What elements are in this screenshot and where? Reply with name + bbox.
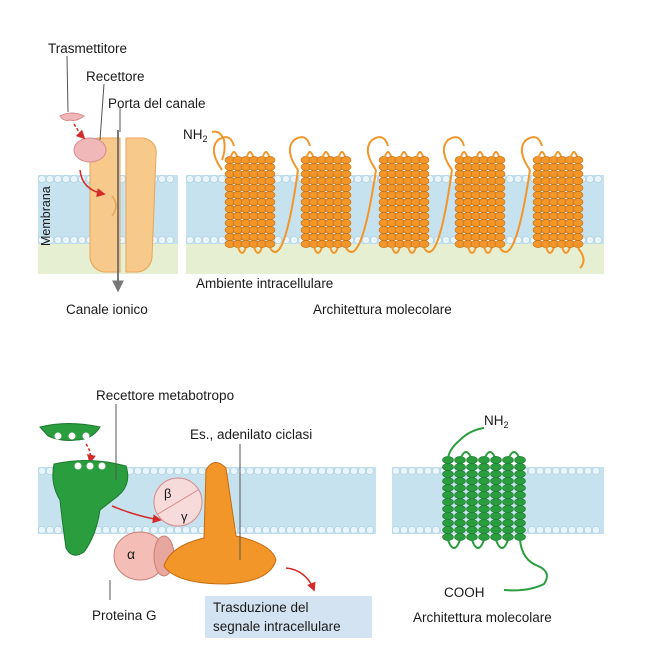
g-protein-system: [39, 404, 316, 600]
domain-loop: [520, 136, 543, 171]
helix: [240, 151, 255, 248]
intracellular-region: [186, 244, 604, 274]
caption-architecture-bottom: Architettura molecolare: [413, 610, 552, 625]
domain-link: [269, 169, 299, 253]
tm-helix: [514, 456, 526, 541]
helix: [564, 151, 579, 248]
helix-link: [407, 246, 417, 254]
metabotropic-receptor: [52, 459, 129, 556]
helix: [486, 151, 501, 248]
label-intracellular: Ambiente intracellulare: [196, 276, 334, 291]
tm-loop: [495, 539, 509, 549]
domain-4: [442, 136, 531, 254]
signal-transduction-box: Trasduzione del segnale intracellulare: [205, 596, 372, 638]
tm-helix: [490, 456, 509, 549]
repeat-domains: [211, 130, 585, 269]
transduction-line-2: segnale intracellulare: [213, 619, 341, 634]
helix: [454, 151, 469, 248]
label-metabotropic-receptor: Recettore metabotropo: [96, 388, 235, 403]
domain-loop: [366, 136, 389, 171]
transduction-line-1: Trasduzione del: [213, 600, 309, 615]
domain-loop: [212, 136, 235, 171]
helix: [418, 156, 430, 248]
helix-link: [561, 246, 571, 254]
ion-channel: [59, 55, 157, 293]
helix-link: [483, 246, 493, 254]
tm-helix: [442, 456, 461, 549]
helix-link: [391, 246, 401, 254]
domain-5: [520, 136, 584, 254]
helix: [494, 156, 506, 248]
transmitter-arrow: [73, 123, 86, 140]
tm-helix: [478, 451, 497, 541]
label-adenylate-cyclase: Es., adenilato ciclasi: [190, 427, 313, 442]
label-membrane: Membrana: [39, 186, 53, 246]
domain-link: [423, 169, 453, 253]
c-terminus-chain: [577, 247, 585, 269]
helix: [386, 156, 401, 254]
domain-loop: [288, 136, 311, 171]
signal-arrow: [285, 567, 316, 592]
helix: [324, 156, 339, 254]
helix: [264, 156, 276, 248]
channel-right-half: [125, 137, 157, 273]
domain-2: [288, 136, 377, 254]
domain-3: [366, 136, 453, 254]
label-receptor: Recettore: [86, 69, 145, 84]
domain-link: [499, 169, 531, 253]
helix-link: [237, 246, 247, 254]
helix: [548, 151, 563, 248]
helix: [340, 156, 352, 248]
tm-helix: [454, 451, 473, 541]
caption-ion-channel: Canale ionico: [66, 302, 148, 317]
helix: [540, 156, 555, 254]
transmitter-molecule: [59, 112, 85, 121]
helix: [394, 151, 409, 248]
label-gamma-subunit: γ: [181, 509, 188, 524]
label-alpha-subunit: α: [127, 546, 136, 562]
label-channel-gate: Porta del canale: [108, 96, 206, 111]
label-beta-subunit: β: [164, 486, 172, 501]
caption-g-protein: Proteina G: [92, 608, 157, 623]
receptor-leader: [99, 83, 105, 141]
domain-1: [212, 136, 299, 254]
tm-loop: [447, 539, 461, 549]
helix-link: [313, 246, 323, 254]
helix-link: [329, 246, 339, 254]
receptor-signal-arrow: [79, 169, 106, 198]
adenylate-cyclase: [163, 462, 277, 585]
n-terminus-chain: [211, 130, 226, 161]
helix-link: [467, 246, 477, 254]
seven-tm-receptor: [442, 427, 548, 592]
label-nh2-bottom: NH2: [484, 413, 509, 430]
tm-helix: [466, 456, 485, 549]
label-cooh: COOH: [444, 585, 485, 600]
c-terminus-chain: [503, 539, 548, 592]
n-terminus-chain: [447, 427, 485, 461]
tm-loop: [471, 539, 485, 549]
helix: [256, 151, 271, 248]
helix: [316, 151, 331, 248]
helix: [470, 151, 485, 248]
label-nh2-top: NH2: [183, 127, 208, 144]
domain-link: [345, 169, 377, 253]
domain-loop: [442, 136, 465, 171]
tm-helix: [502, 451, 521, 541]
transmitter-leader: [66, 55, 69, 113]
ligand-arrow: [85, 443, 96, 464]
helix: [556, 156, 571, 254]
activation-arrow: [111, 505, 162, 524]
helix-link: [545, 246, 555, 254]
receptor-site: [73, 137, 107, 163]
label-transmitter: Trasmettitore: [48, 41, 128, 56]
helix-link: [253, 246, 263, 254]
helix: [572, 156, 584, 248]
caption-architecture-top: Architettura molecolare: [313, 302, 452, 317]
helix: [378, 151, 393, 248]
helix: [224, 151, 239, 248]
